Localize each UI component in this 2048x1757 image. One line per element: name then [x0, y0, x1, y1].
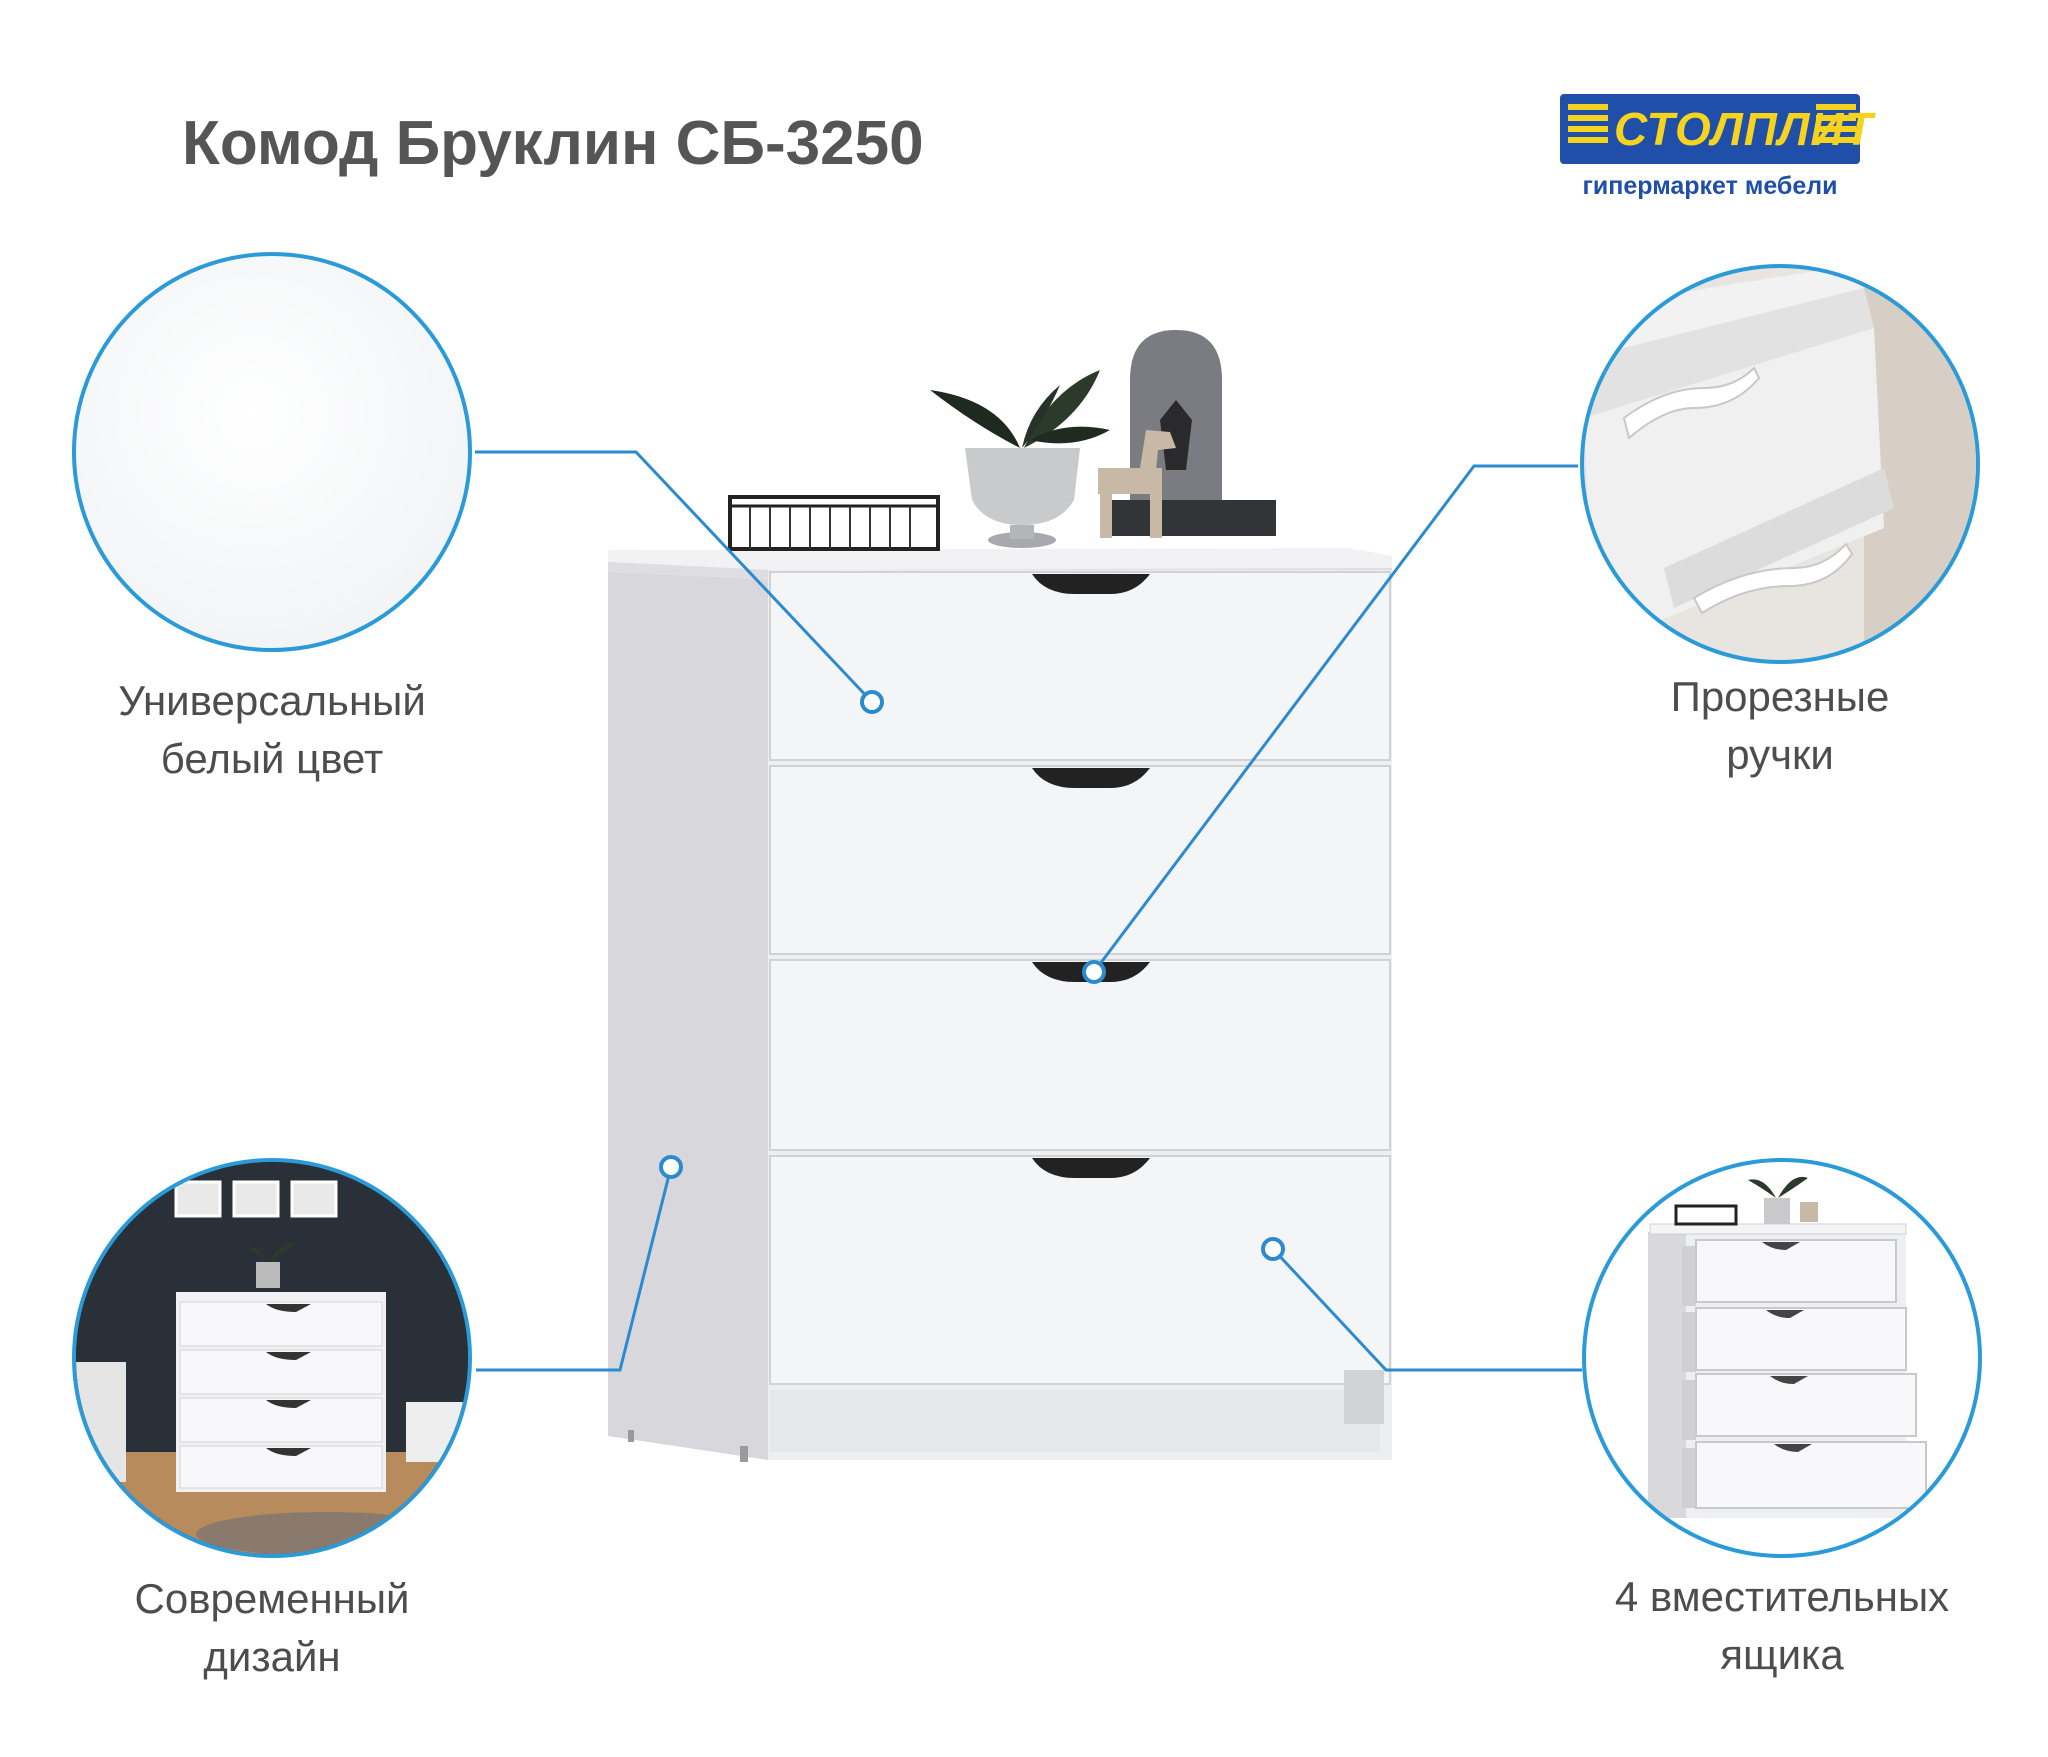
- callout-dot-handles: [1082, 960, 1106, 984]
- chest-top-board: [608, 548, 1392, 570]
- drawer-4: [769, 1155, 1391, 1385]
- chest-side-panel: [608, 550, 768, 1460]
- arch-lamp: [1108, 330, 1276, 536]
- callout-line-design: [476, 1166, 673, 1372]
- drawer-2: [769, 765, 1391, 955]
- handles-closeup-circle: [1580, 264, 1980, 664]
- feature-caption-design: Современный дизайн: [72, 1570, 472, 1686]
- feature-caption-line: ручки: [1726, 731, 1834, 778]
- feature-caption-drawers: 4 вместительных ящика: [1532, 1568, 2032, 1684]
- chest-foot: [740, 1446, 748, 1462]
- feature-caption-line: белый цвет: [160, 735, 384, 782]
- wooden-horse: [1098, 430, 1176, 538]
- callout-line-drawers: [1271, 1247, 1582, 1372]
- page-title: Комод Бруклин СБ-3250: [182, 109, 924, 178]
- callout-line-handles: [1092, 464, 1578, 973]
- drawers-open-circle: [1582, 1158, 1982, 1558]
- feature-caption-handles: Прорезные ручки: [1580, 668, 1980, 784]
- callout-line-color: [475, 450, 874, 704]
- callout-dot-drawers: [1261, 1237, 1285, 1261]
- feature-caption-line: 4 вместительных: [1614, 1573, 1950, 1620]
- drawer-1: [769, 571, 1391, 761]
- feature-caption-color: Универсальный белый цвет: [72, 672, 472, 788]
- brand-tagline: гипермаркет мебели: [1582, 172, 1838, 200]
- feature-caption-line: Прорезные: [1670, 673, 1890, 720]
- wire-basket: [728, 495, 940, 551]
- callout-dot-design: [659, 1155, 683, 1179]
- feature-caption-line: дизайн: [203, 1633, 341, 1680]
- chest-foot: [628, 1430, 634, 1442]
- room-interior-circle: [72, 1158, 472, 1558]
- drawer-3: [769, 959, 1391, 1151]
- brand-stripes-left: [1568, 104, 1608, 154]
- brand-logo-box: СТОЛПЛИТ: [1560, 94, 1873, 164]
- brand-logo: СТОЛПЛИТ гипермаркет мебели: [1550, 94, 1873, 204]
- callout-lines: [475, 450, 1582, 1372]
- brand-stripes-right: [1816, 104, 1856, 154]
- chest-plinth: [770, 1390, 1380, 1452]
- feature-caption-line: Универсальный: [118, 677, 426, 724]
- feature-caption-line: Современный: [134, 1575, 410, 1622]
- callout-dot-color: [860, 690, 884, 714]
- open-drawers: [1682, 1239, 1927, 1509]
- feature-caption-line: ящика: [1720, 1631, 1844, 1678]
- white-color-swatch-circle: [72, 252, 472, 652]
- callout-dots: [659, 690, 1285, 1261]
- potted-plant: [930, 370, 1110, 548]
